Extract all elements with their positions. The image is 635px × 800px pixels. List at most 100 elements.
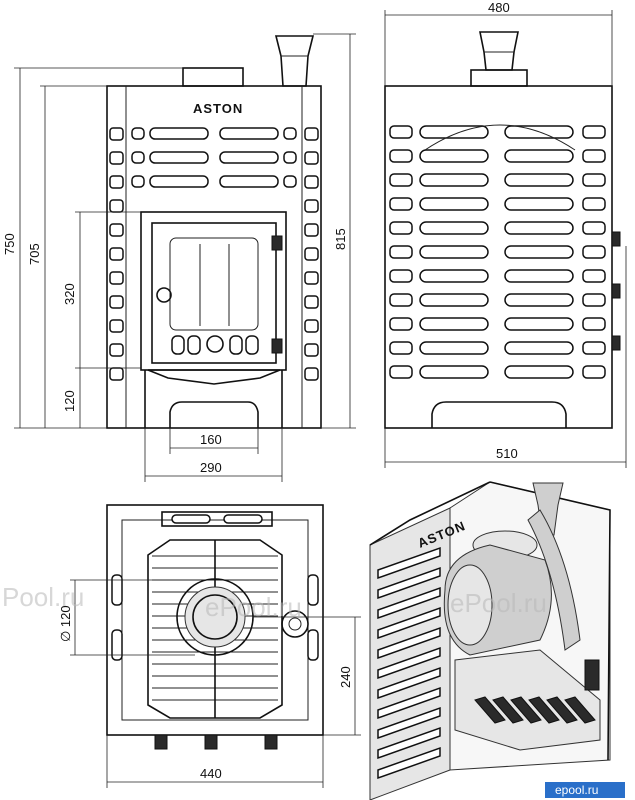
slat xyxy=(504,341,574,355)
slat xyxy=(304,295,319,309)
slat xyxy=(304,151,319,165)
slat xyxy=(419,269,489,283)
slat xyxy=(109,343,124,357)
slat xyxy=(377,666,441,700)
slat xyxy=(389,245,413,259)
slat xyxy=(389,149,413,163)
slat xyxy=(419,149,489,163)
slot xyxy=(219,127,279,140)
dim-body-height: 705 xyxy=(27,243,42,265)
side-slats xyxy=(389,125,606,379)
slat xyxy=(389,341,413,355)
slat xyxy=(504,269,574,283)
slat xyxy=(419,125,489,139)
foot-icon xyxy=(264,734,278,750)
slot xyxy=(283,151,297,164)
slot xyxy=(283,127,297,140)
slat xyxy=(377,626,441,660)
knob-icon xyxy=(611,283,621,299)
dim-flue-offset: 240 xyxy=(338,666,353,688)
firebox-arc xyxy=(424,124,576,151)
slat xyxy=(109,367,124,381)
watermark: ePool.ru xyxy=(450,588,547,618)
foot-icon xyxy=(154,734,168,750)
slat xyxy=(109,175,124,189)
slat xyxy=(419,173,489,187)
base-cutout xyxy=(169,401,259,428)
apron xyxy=(147,369,281,385)
slat xyxy=(304,175,319,189)
dim-door-base-height: 120 xyxy=(62,390,77,412)
slat xyxy=(389,269,413,283)
slat xyxy=(304,247,319,261)
watermark: Pool.ru xyxy=(2,582,84,612)
slat xyxy=(304,199,319,213)
hinge-icon xyxy=(271,235,283,251)
slat xyxy=(582,341,606,355)
slat xyxy=(582,293,606,307)
firebox-lower xyxy=(454,649,601,751)
isometric-cutaway: ASTON epool.ru xyxy=(369,481,625,800)
slat xyxy=(582,173,606,187)
slat xyxy=(419,197,489,211)
slat xyxy=(582,149,606,163)
slat xyxy=(377,646,441,680)
grate-bar xyxy=(528,696,560,724)
door-frame xyxy=(140,211,287,371)
slat xyxy=(504,317,574,331)
slat xyxy=(109,127,124,141)
grate xyxy=(147,539,283,719)
dim-firebox-height: 320 xyxy=(62,283,77,305)
stone-basket xyxy=(527,509,581,651)
slot xyxy=(283,175,297,188)
slat xyxy=(377,746,441,780)
dim-total-height: 750 xyxy=(2,233,17,255)
grate-bar xyxy=(474,696,506,724)
water-outlet xyxy=(281,610,309,638)
door-handle xyxy=(156,287,172,303)
slat xyxy=(504,149,574,163)
slot xyxy=(149,175,209,188)
slat xyxy=(389,221,413,235)
slat xyxy=(504,221,574,235)
hinge-icon xyxy=(271,338,283,354)
grate-bar xyxy=(492,696,524,724)
slat xyxy=(109,199,124,213)
slat xyxy=(377,586,441,620)
slot xyxy=(131,127,145,140)
slat xyxy=(377,706,441,740)
front-slot-plate xyxy=(161,511,273,527)
slat xyxy=(109,247,124,261)
top-collar xyxy=(470,69,528,87)
slat xyxy=(419,245,489,259)
slat xyxy=(504,245,574,259)
slat xyxy=(419,293,489,307)
slot xyxy=(149,151,209,164)
top-slots xyxy=(131,127,297,188)
slat xyxy=(419,221,489,235)
stove-body xyxy=(384,85,613,429)
dim-total-width: 440 xyxy=(200,766,222,781)
drum-face xyxy=(447,564,493,646)
top-view: ∅ 120 240 440 xyxy=(58,504,361,788)
slat xyxy=(582,245,606,259)
slat xyxy=(109,295,124,309)
foot-icon xyxy=(204,734,218,750)
slat xyxy=(582,221,606,235)
slat xyxy=(389,125,413,139)
dim-top-width: 480 xyxy=(488,0,510,15)
slat xyxy=(504,173,574,187)
dim-base-width: 290 xyxy=(200,460,222,475)
slat xyxy=(304,319,319,333)
slat xyxy=(377,566,441,600)
slat xyxy=(582,197,606,211)
slot xyxy=(219,175,279,188)
side-view: 480 510 xyxy=(384,0,627,468)
slot xyxy=(131,175,145,188)
slot xyxy=(219,151,279,164)
slat xyxy=(389,197,413,211)
knob-icon xyxy=(611,231,621,247)
slat xyxy=(389,173,413,187)
slat xyxy=(304,223,319,237)
